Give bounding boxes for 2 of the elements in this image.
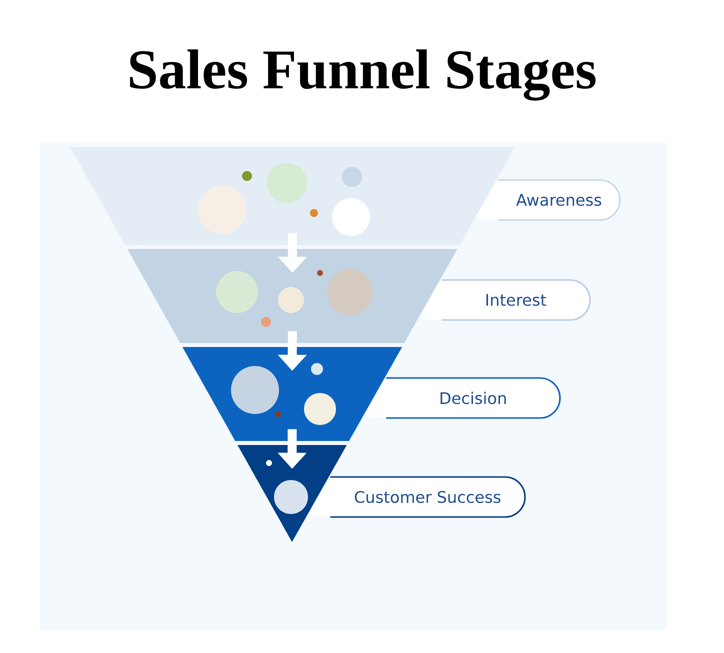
title: Sales Funnel Stages (130, 49, 596, 101)
stage-label-pill: Customer Success (300, 476, 526, 518)
